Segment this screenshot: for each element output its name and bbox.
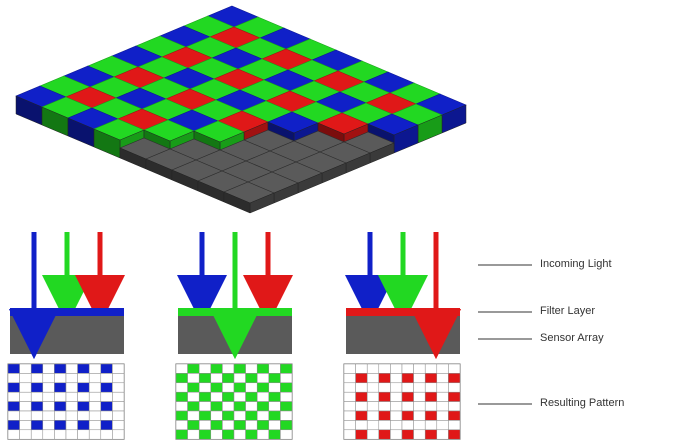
sensor-cell bbox=[223, 181, 275, 214]
filter-cell-blue bbox=[67, 107, 119, 148]
sensor-cell bbox=[343, 131, 395, 164]
filter-panels bbox=[7, 232, 461, 440]
sensor-block bbox=[346, 316, 460, 354]
isometric-sensor-mosaic bbox=[15, 5, 467, 214]
resulting-pattern-red bbox=[343, 363, 461, 440]
resulting-pattern-green bbox=[175, 363, 293, 440]
label-incoming-light: Incoming Light bbox=[540, 258, 612, 270]
panel-green bbox=[175, 232, 293, 440]
label-sensor-array: Sensor Array bbox=[540, 332, 604, 344]
label-filter-layer: Filter Layer bbox=[540, 305, 596, 317]
filter-layer-blue bbox=[10, 308, 124, 316]
sensor-block bbox=[10, 316, 124, 354]
panel-blue bbox=[7, 232, 125, 440]
resulting-pattern-blue bbox=[7, 363, 125, 440]
sensor-cell bbox=[119, 137, 171, 170]
sensor-cell bbox=[319, 141, 371, 174]
filter-layer-red bbox=[346, 308, 460, 316]
panel-red bbox=[343, 232, 461, 440]
label-resulting-pattern: Resulting Pattern bbox=[540, 397, 625, 409]
label-leaders bbox=[478, 264, 532, 405]
